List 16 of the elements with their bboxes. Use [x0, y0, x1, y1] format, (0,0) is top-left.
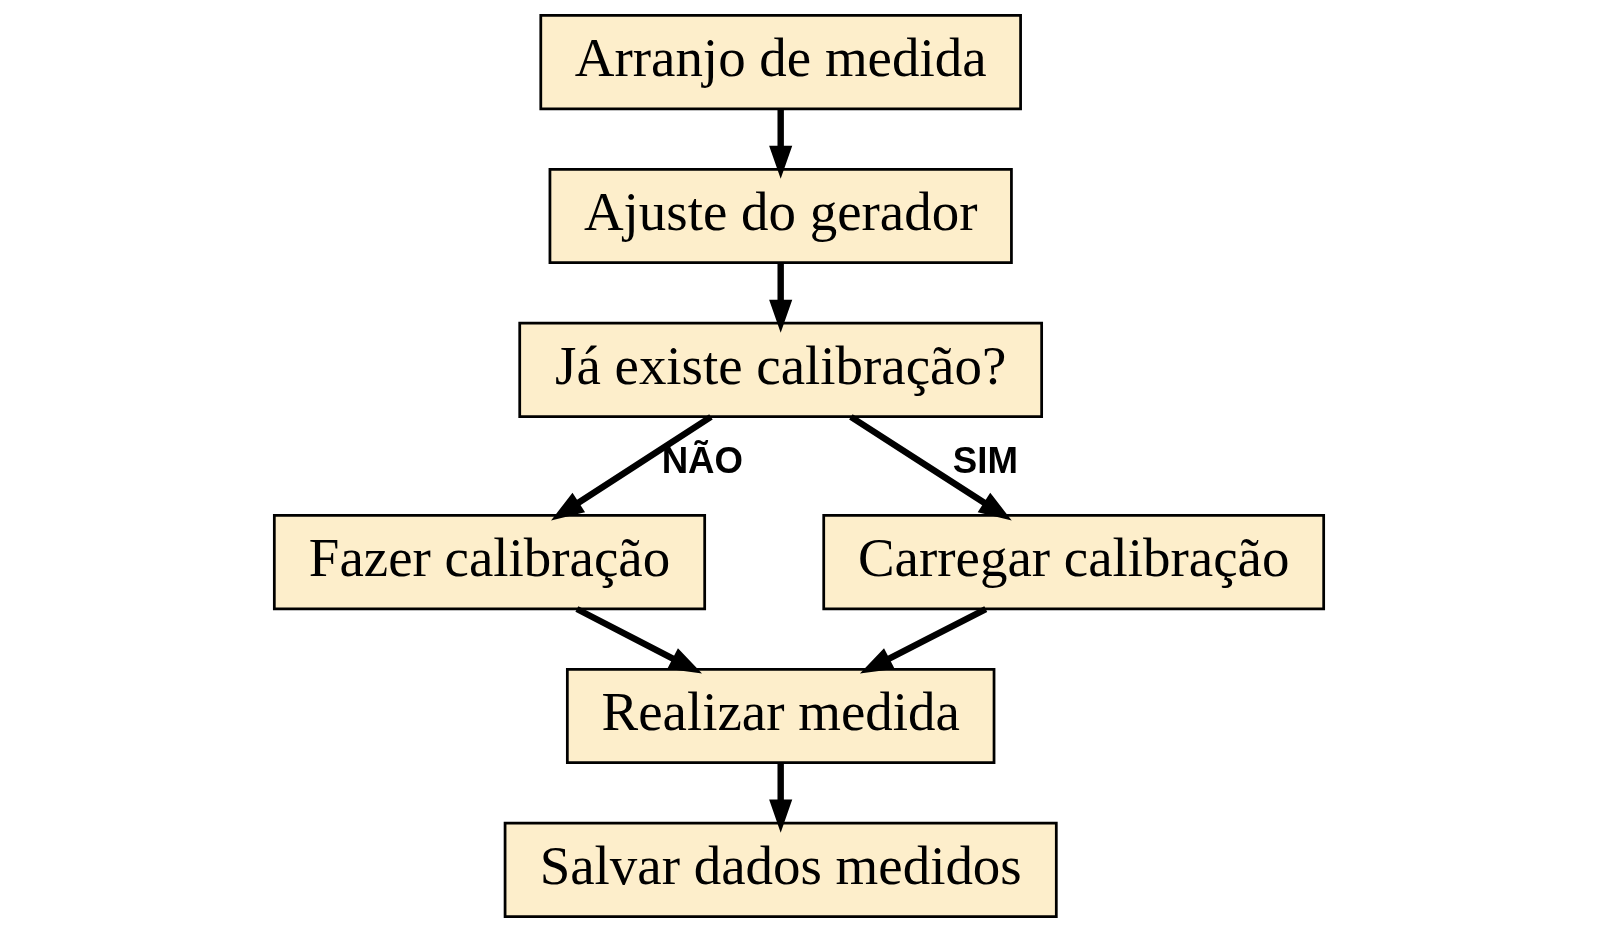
node-box: Fazer calibração [272, 514, 707, 611]
arrow [769, 762, 793, 833]
arrow [575, 606, 702, 674]
arrow [849, 414, 1012, 521]
node-box: Salvar dados medidos [503, 821, 1058, 918]
node-box: Ajuste do gerador [548, 167, 1013, 265]
node-box: Arranjo de medida [539, 14, 1022, 111]
arrow [551, 414, 713, 521]
arrow [859, 606, 988, 674]
edge-label: SIM [952, 440, 1018, 482]
node-box: Carregar calibração [822, 514, 1326, 611]
edge-label: NÃO [661, 440, 744, 482]
node-box: Realizar medida [565, 667, 996, 765]
node-box: Já existe calibração? [518, 321, 1044, 418]
arrow [769, 262, 793, 333]
arrow [769, 109, 793, 179]
